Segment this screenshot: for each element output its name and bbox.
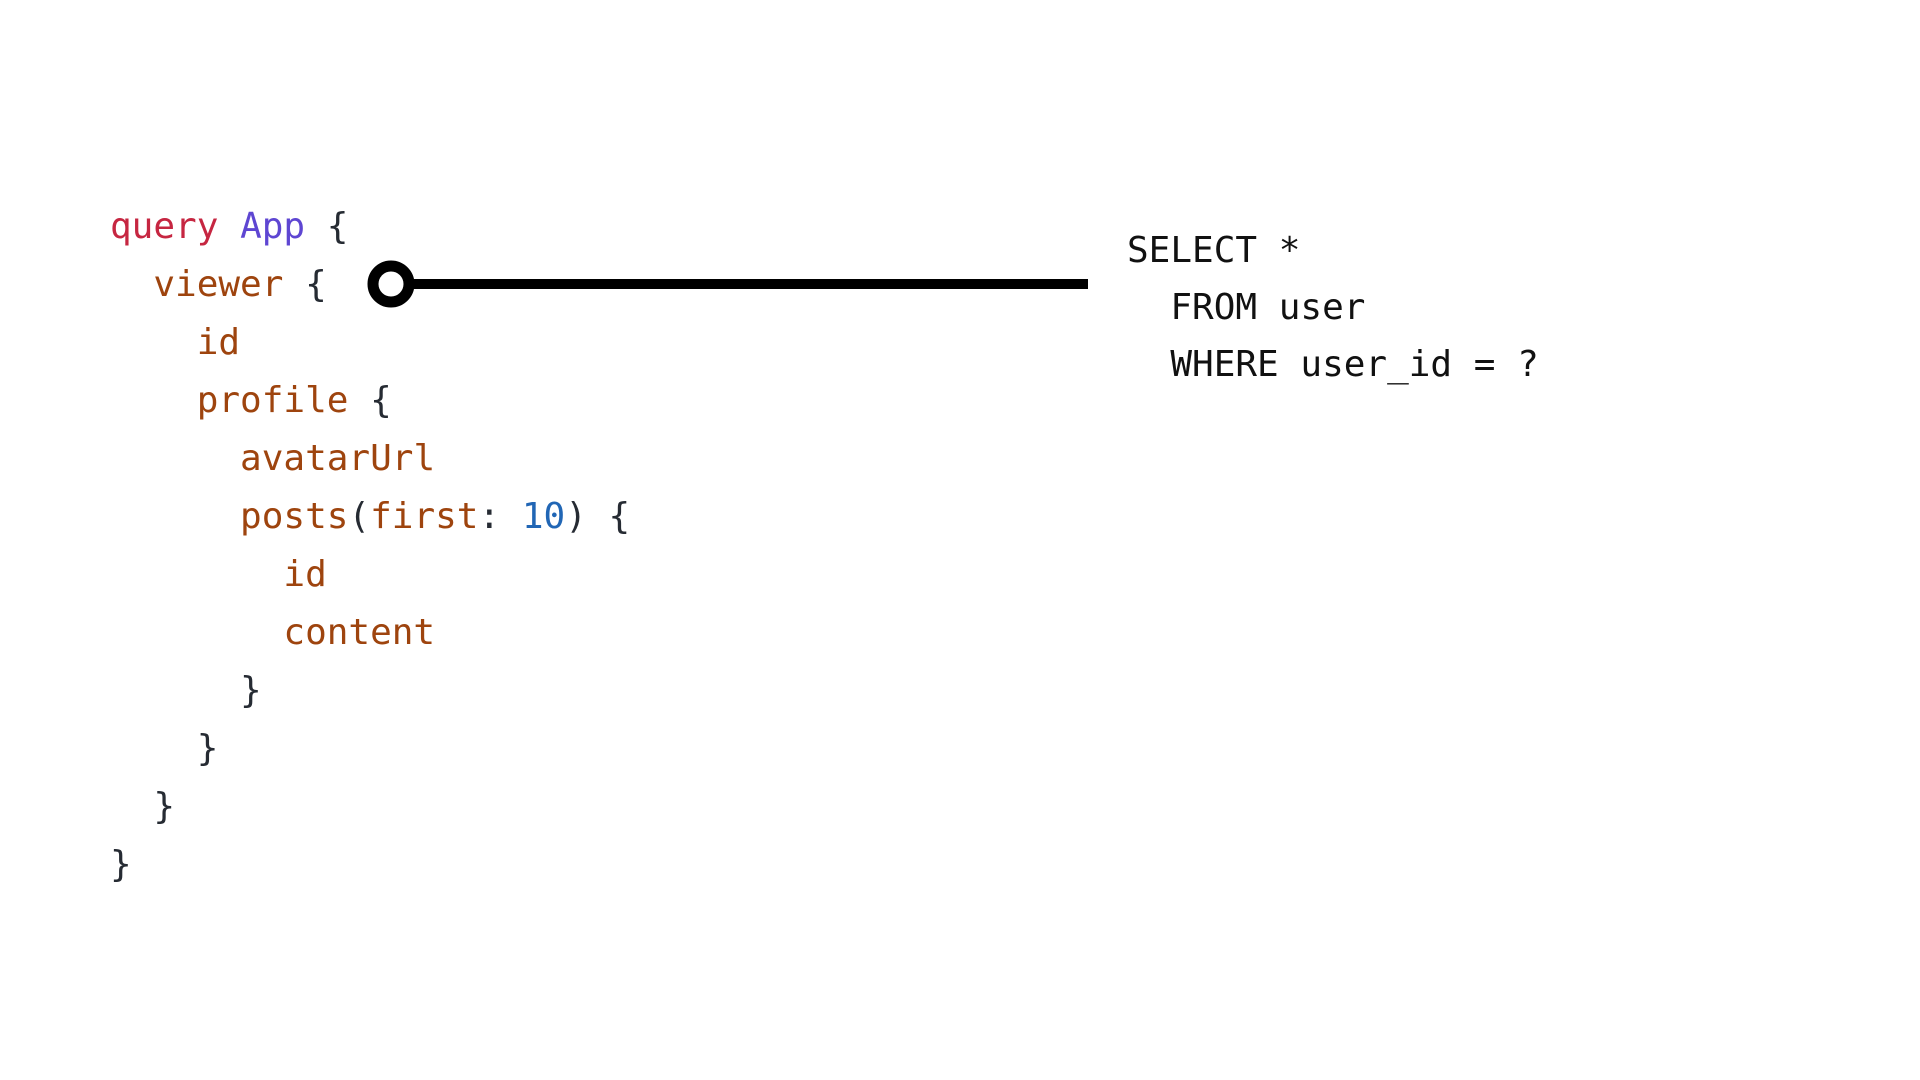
code-token — [110, 380, 197, 421]
code-token: 10 — [521, 496, 566, 537]
code-line: WHERE user_id = ? — [1127, 336, 1539, 393]
code-line: viewer { — [110, 256, 630, 314]
code-token: id — [283, 554, 327, 595]
sql-query-code-block: SELECT * FROM user WHERE user_id = ? — [1127, 222, 1539, 393]
code-token: { — [348, 380, 392, 421]
code-line: SELECT * — [1127, 222, 1539, 279]
code-token — [110, 322, 197, 363]
code-token: viewer — [153, 264, 284, 305]
code-token: ( — [348, 496, 371, 537]
code-token: SELECT * — [1127, 230, 1301, 271]
code-line: avatarUrl — [110, 430, 630, 488]
code-token: } — [110, 786, 176, 827]
code-line: } — [110, 778, 630, 836]
graphql-query-code-block: query App { viewer { id profile { avatar… — [110, 198, 630, 894]
code-token: } — [110, 670, 262, 711]
code-token: : — [478, 496, 522, 537]
code-token: { — [283, 264, 327, 305]
code-line: FROM user — [1127, 279, 1539, 336]
code-line: query App { — [110, 198, 630, 256]
code-line: id — [110, 314, 630, 372]
code-token — [110, 264, 153, 305]
code-token — [110, 612, 283, 653]
code-token: content — [283, 612, 436, 653]
code-token — [110, 554, 283, 595]
code-token: avatarUrl — [240, 438, 436, 479]
code-token: ) { — [565, 496, 631, 537]
code-line: posts(first: 10) { — [110, 488, 630, 546]
code-token: WHERE user_id = ? — [1127, 344, 1539, 385]
code-line: } — [110, 662, 630, 720]
code-token — [110, 496, 240, 537]
code-token: posts — [240, 496, 349, 537]
code-token: } — [110, 728, 219, 769]
code-token: profile — [196, 380, 349, 421]
code-line: } — [110, 720, 630, 778]
code-token: first — [370, 496, 479, 537]
code-token: query — [110, 206, 219, 247]
code-token: } — [110, 844, 132, 885]
code-token — [218, 206, 240, 247]
code-line: profile { — [110, 372, 630, 430]
code-line: id — [110, 546, 630, 604]
code-token: App — [240, 206, 306, 247]
code-token: { — [305, 206, 349, 247]
code-token: id — [196, 322, 241, 363]
code-token: FROM user — [1127, 287, 1366, 328]
code-line: } — [110, 836, 630, 894]
code-line: content — [110, 604, 630, 662]
code-token — [110, 438, 240, 479]
